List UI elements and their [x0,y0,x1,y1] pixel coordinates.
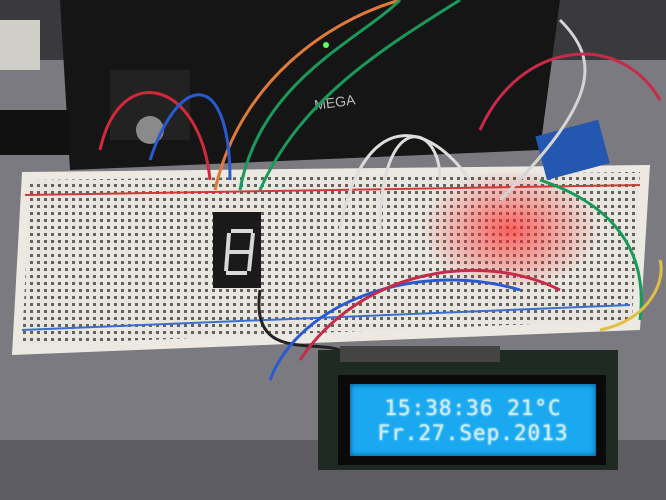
jumper-wires [98,0,663,381]
arduino-mega-board: MEGA [0,0,560,170]
seven-segment-display: 8 [213,212,261,288]
lcd-line-time-temperature: 15:38:36 21°C [384,396,562,420]
red-led-glow [420,170,600,290]
board-label: MEGA [313,91,357,113]
lcd-line-date: Fr.27.Sep.2013 [377,421,569,445]
lcd-screen: 15:38:36 21°C Fr.27.Sep.2013 [350,384,596,456]
rtc-module [535,119,610,180]
